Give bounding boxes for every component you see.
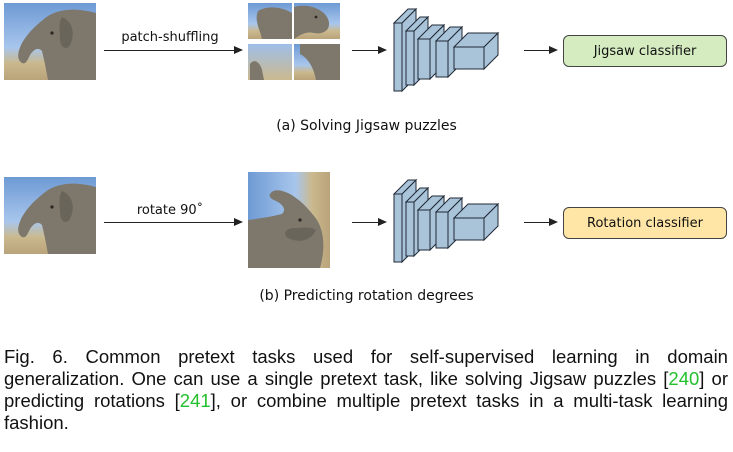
network-to-classifier-arrow-b: [524, 222, 550, 223]
citation-link-241[interactable]: 241: [179, 390, 211, 411]
caption-text-2: ] or predicting rotations [: [4, 368, 728, 411]
network-layer-front: [417, 38, 431, 80]
arrowhead-icon: [234, 218, 243, 226]
patch-shuffling-label: patch-shuffling: [121, 30, 219, 45]
patch-bottom-left: [248, 44, 292, 80]
network-layer-front: [453, 217, 485, 241]
cnn-network-icon-b: [392, 178, 500, 264]
network-layer-front: [417, 209, 431, 251]
arrowhead-icon: [549, 46, 558, 54]
network-layer-front: [405, 201, 415, 257]
figure-number: Fig. 6.: [4, 346, 68, 367]
figure-caption: Fig. 6. Common pretext tasks used for se…: [4, 346, 728, 434]
patch-top-left: [248, 3, 292, 39]
jigsaw-classifier-box: Jigsaw classifier: [563, 35, 727, 67]
caption-text-3: ], or combine multiple pretext tasks in …: [4, 390, 729, 433]
arrowhead-icon: [378, 218, 387, 226]
elephant-image-original-a: [4, 3, 96, 80]
subfigure-a-caption: (a) Solving Jigsaw puzzles: [276, 118, 457, 134]
patch-top-right: [294, 3, 340, 39]
network-layer-front: [405, 30, 415, 86]
arrowhead-icon: [234, 46, 243, 54]
citation-link-240[interactable]: 240: [668, 368, 700, 389]
image-to-network-arrow-a: [352, 50, 379, 51]
network-layer-front: [453, 46, 485, 70]
caption-text-1: Common pretext tasks used for self-super…: [4, 346, 728, 389]
rotate-label: rotate 90˚: [136, 203, 204, 218]
elephant-image-original-b: [4, 177, 96, 254]
arrowhead-icon: [378, 46, 387, 54]
network-to-classifier-arrow-a: [524, 50, 550, 51]
arrowhead-icon: [549, 218, 558, 226]
network-layer-front: [435, 211, 449, 249]
cnn-network-icon-a: [392, 7, 500, 93]
network-layer-front: [435, 40, 449, 78]
patch-shuffling-arrow: [104, 50, 235, 51]
rotation-classifier-box: Rotation classifier: [563, 207, 727, 239]
shuffled-patches: [248, 3, 340, 80]
patch-bottom-right: [294, 44, 340, 80]
elephant-image-rotated: [248, 172, 330, 268]
rotate-arrow: [104, 222, 235, 223]
image-to-network-arrow-b: [352, 222, 379, 223]
network-layer-front: [393, 22, 403, 92]
network-layer-front: [393, 193, 403, 263]
subfigure-b-caption: (b) Predicting rotation degrees: [259, 288, 474, 304]
